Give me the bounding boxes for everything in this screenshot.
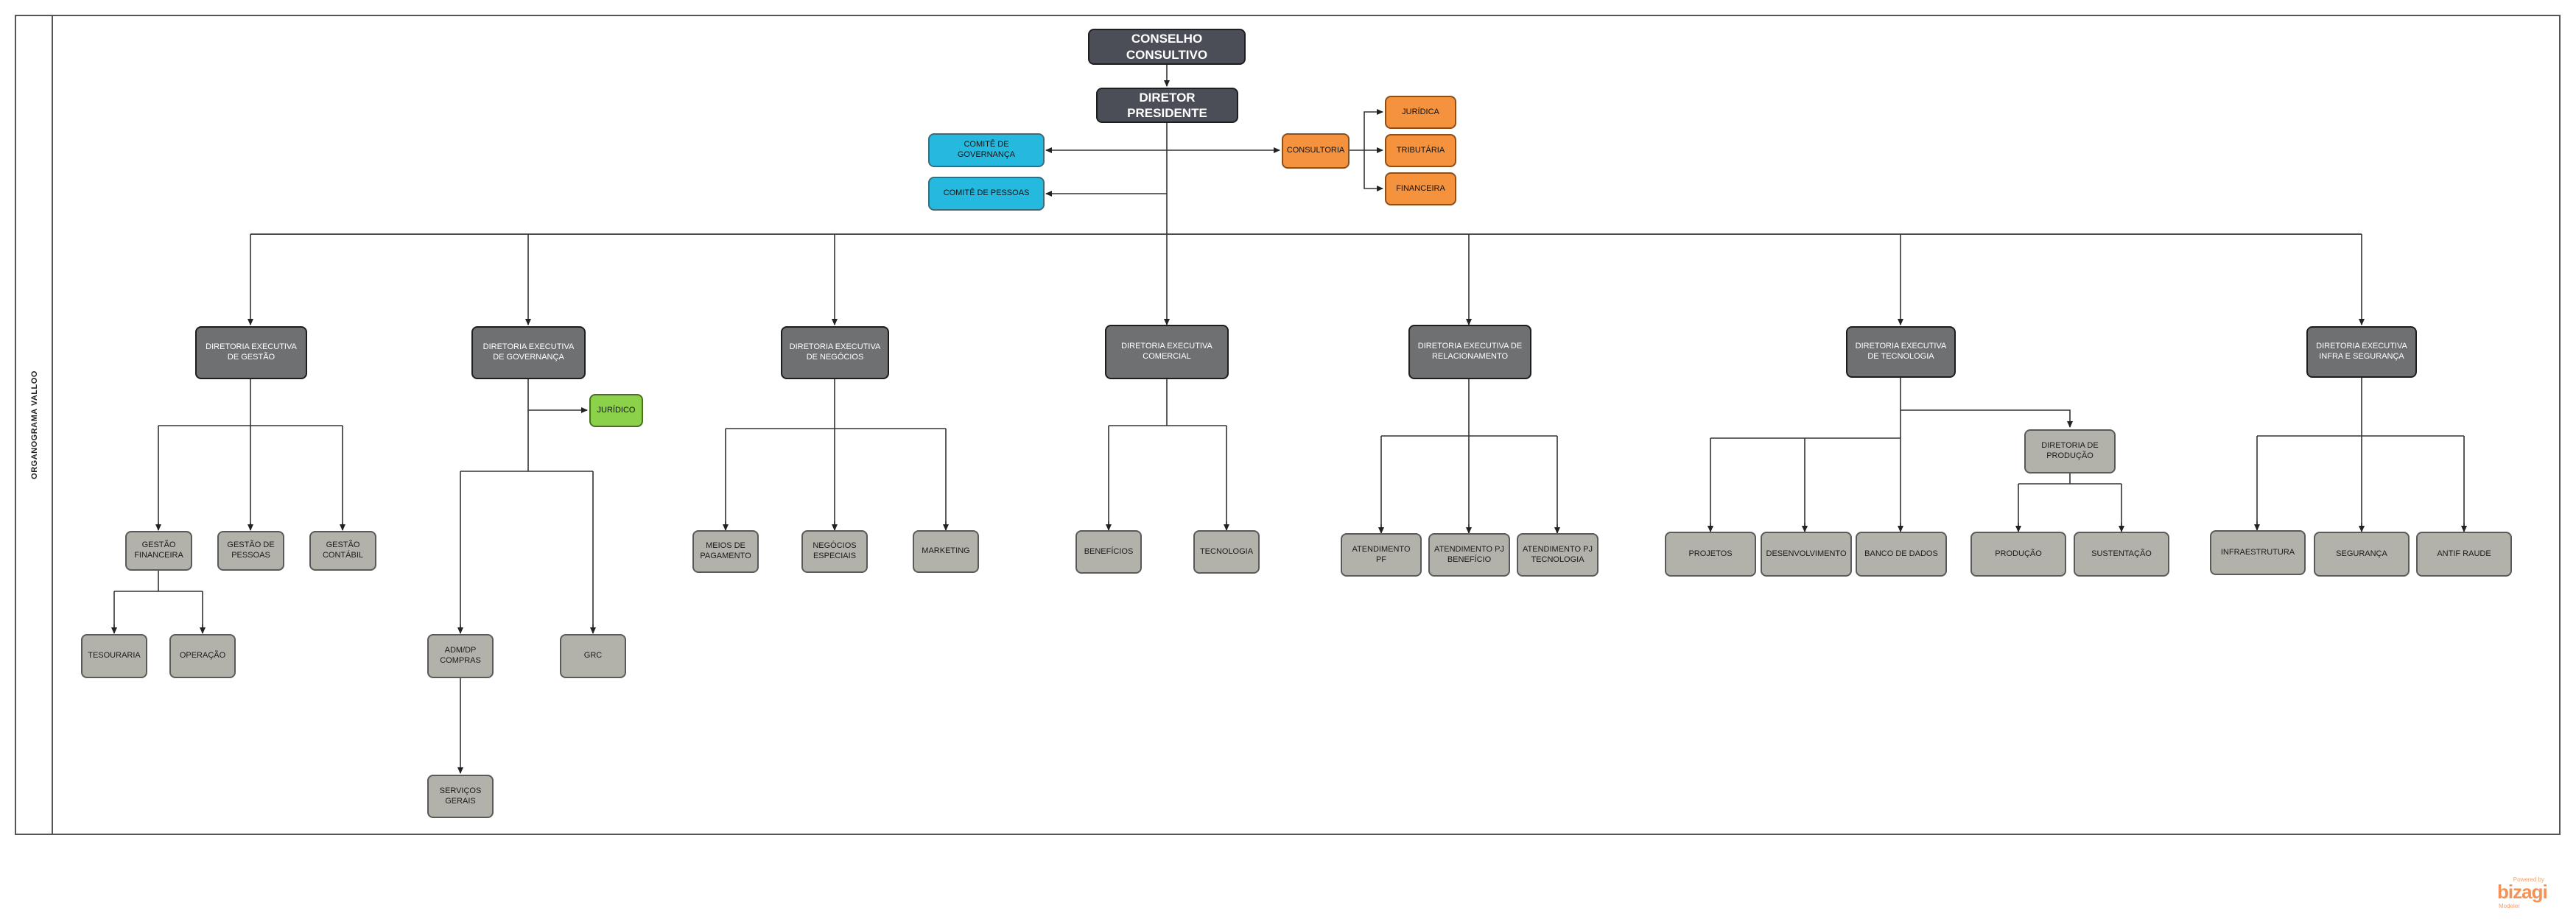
node-tributaria[interactable]: TRIBUTÁRIA bbox=[1385, 134, 1456, 167]
node-de-negocios[interactable]: DIRETORIA EXECUTIVA DE NEGÓCIOS bbox=[781, 326, 889, 379]
node-operacao[interactable]: OPERAÇÃO bbox=[169, 634, 236, 678]
node-de-relacionamento[interactable]: DIRETORIA EXECUTIVA DE RELACIONAMENTO bbox=[1408, 325, 1531, 379]
node-tesouraria[interactable]: TESOURARIA bbox=[81, 634, 147, 678]
connector-comercial-children bbox=[1108, 379, 1227, 527]
node-diretor-presidente[interactable]: DIRETOR PRESIDENTE bbox=[1096, 88, 1238, 123]
node-gestao-financeira[interactable]: GESTÃO FINANCEIRA bbox=[125, 531, 192, 571]
connector-diretoria-producao bbox=[1901, 409, 2073, 428]
node-conselho-consultivo[interactable]: CONSELHO CONSULTIVO bbox=[1088, 29, 1246, 65]
node-grc[interactable]: GRC bbox=[560, 634, 626, 678]
node-infraestrutura[interactable]: INFRAESTRUTURA bbox=[2210, 530, 2306, 575]
node-meios-pagamento[interactable]: MEIOS DE PAGAMENTO bbox=[692, 530, 759, 573]
node-de-tecnologia[interactable]: DIRETORIA EXECUTIVA DE TECNOLOGIA bbox=[1846, 326, 1956, 378]
node-marketing[interactable]: MARKETING bbox=[913, 530, 979, 573]
node-tecnologia-comercial[interactable]: TECNOLOGIA bbox=[1193, 530, 1260, 574]
connector-gestao-children bbox=[158, 379, 343, 529]
swimlane-header bbox=[15, 15, 53, 835]
node-consultoria[interactable]: CONSULTORIA bbox=[1282, 133, 1350, 169]
node-atendimento-pj-beneficio[interactable]: ATENDIMENTO PJ BENEFÍCIO bbox=[1428, 533, 1510, 577]
node-comite-pessoas[interactable]: COMITÊ DE PESSOAS bbox=[928, 177, 1045, 211]
connector-financeira bbox=[1364, 150, 1383, 191]
node-banco-dados[interactable]: BANCO DE DADOS bbox=[1856, 532, 1947, 577]
node-seguranca[interactable]: SEGURANÇA bbox=[2314, 532, 2410, 577]
node-desenvolvimento[interactable]: DESENVOLVIMENTO bbox=[1761, 532, 1852, 577]
bizagi-logo: Powered by bizagi Modeler bbox=[2497, 876, 2548, 909]
node-de-comercial[interactable]: DIRETORIA EXECUTIVA COMERCIAL bbox=[1105, 325, 1229, 379]
node-adm-dp-compras[interactable]: ADM/DP COMPRAS bbox=[427, 634, 494, 678]
connector-juridica bbox=[1350, 109, 1383, 151]
node-diretoria-producao[interactable]: DIRETORIA DE PRODUÇÃO bbox=[2024, 429, 2116, 473]
node-gestao-contabil[interactable]: GESTÃO CONTÁBIL bbox=[309, 531, 376, 571]
connector-relacionamento-children bbox=[1380, 379, 1558, 530]
connector-juridico bbox=[527, 379, 588, 413]
connector-tecnologia-children bbox=[1710, 378, 1901, 529]
connector-negocios-children bbox=[725, 379, 947, 527]
node-atendimento-pj-tecnologia[interactable]: ATENDIMENTO PJ TECNOLOGIA bbox=[1517, 533, 1598, 577]
node-beneficios[interactable]: BENEFÍCIOS bbox=[1075, 530, 1142, 574]
node-de-gestao[interactable]: DIRETORIA EXECUTIVA DE GESTÃO bbox=[195, 326, 307, 379]
diagram-frame bbox=[15, 15, 2561, 835]
connector-financeira-children bbox=[113, 571, 203, 630]
node-producao[interactable]: PRODUÇÃO bbox=[1970, 532, 2066, 577]
node-juridico[interactable]: JURÍDICO bbox=[589, 394, 643, 427]
connector-infra-children bbox=[2256, 378, 2465, 529]
node-de-infra[interactable]: DIRETORIA EXECUTIVA INFRA E SEGURANÇA bbox=[2306, 326, 2417, 378]
node-financeira[interactable]: FINANCEIRA bbox=[1385, 172, 1456, 205]
node-projetos[interactable]: PROJETOS bbox=[1665, 532, 1756, 577]
node-antifraude[interactable]: ANTIF RAUDE bbox=[2416, 532, 2512, 577]
node-sustentacao[interactable]: SUSTENTAÇÃO bbox=[2074, 532, 2169, 577]
connector-governanca-children bbox=[460, 410, 594, 630]
node-gestao-pessoas[interactable]: GESTÃO DE PESSOAS bbox=[217, 531, 284, 571]
node-negocios-especiais[interactable]: NEGÓCIOS ESPECIAIS bbox=[801, 530, 868, 573]
node-comite-governanca[interactable]: COMITÊ DE GOVERNANÇA bbox=[928, 133, 1045, 167]
node-servicos-gerais[interactable]: SERVIÇOS GERAIS bbox=[427, 775, 494, 818]
connector-producao-children bbox=[2018, 473, 2122, 529]
node-juridica[interactable]: JURÍDICA bbox=[1385, 96, 1456, 129]
node-atendimento-pf[interactable]: ATENDIMENTO PF bbox=[1341, 533, 1422, 577]
node-de-governanca[interactable]: DIRETORIA EXECUTIVA DE GOVERNANÇA bbox=[471, 326, 586, 379]
